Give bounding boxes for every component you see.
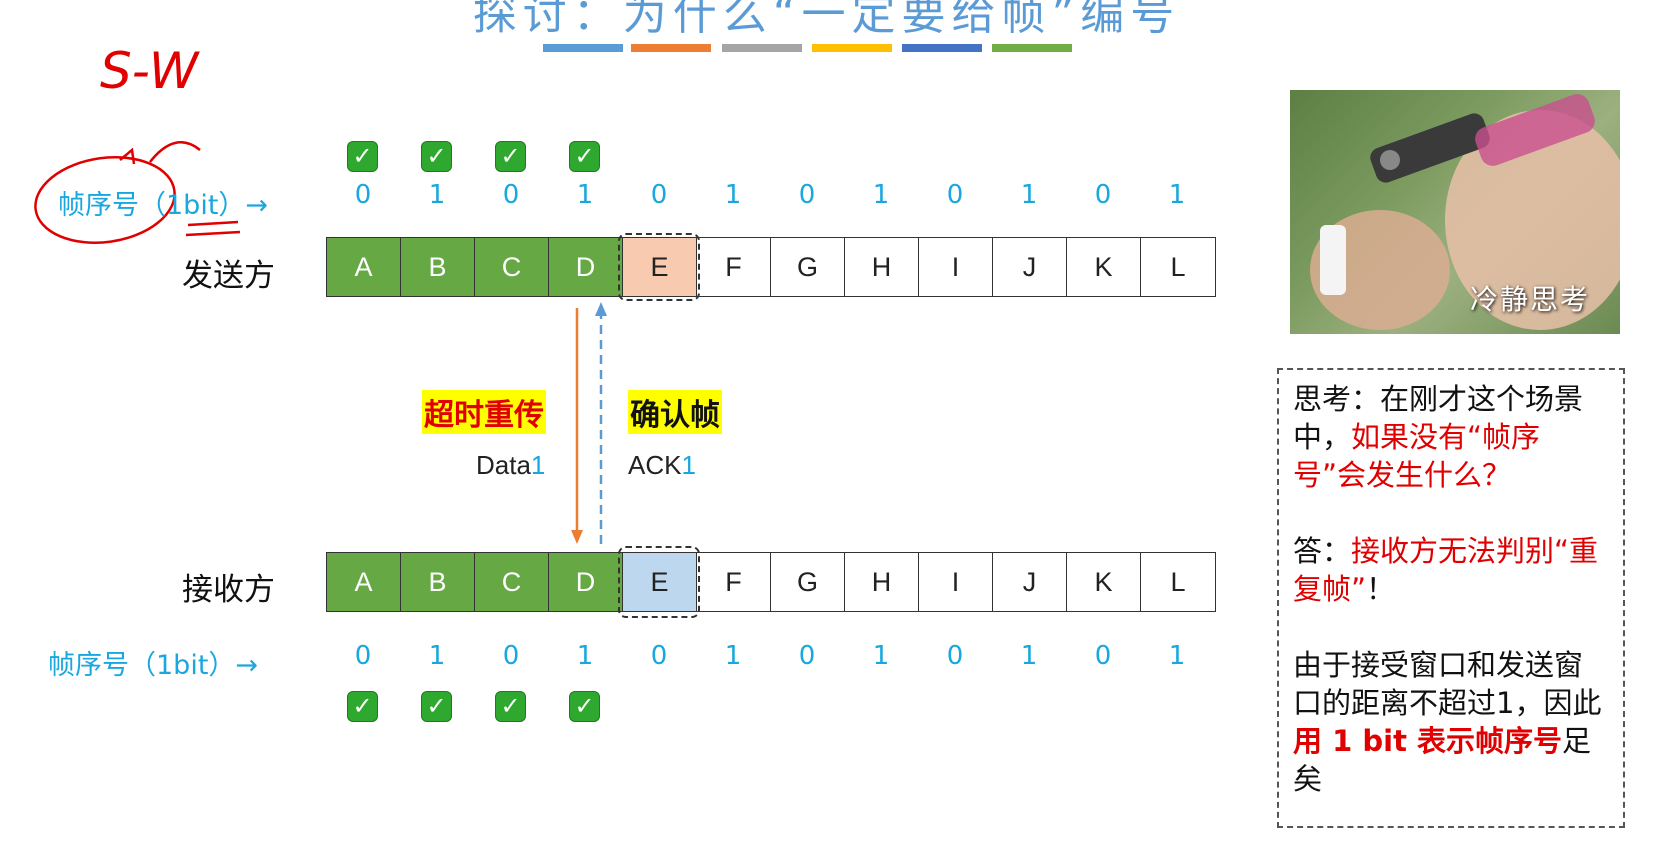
sender-seq-number: 0 [918, 180, 992, 210]
sender-frame-d: D [549, 238, 623, 296]
receiver-seq-number: 1 [400, 641, 474, 671]
handwritten-underline [186, 222, 240, 235]
stripe-green [992, 44, 1072, 52]
receiver-check-icon: ✓ [421, 691, 452, 722]
data-message-seq: 1 [531, 450, 545, 480]
receiver-seq-number: 1 [992, 641, 1066, 671]
sender-frame-c: C [475, 238, 549, 296]
stripe-yellow [812, 44, 892, 52]
sender-check-icon: ✓ [421, 141, 452, 172]
sender-frame-l: L [1141, 238, 1215, 296]
stripe-blue [543, 44, 623, 52]
receiver-seq-number: 0 [326, 641, 400, 671]
receiver-seq-number: 1 [844, 641, 918, 671]
receiver-seq-number: 1 [696, 641, 770, 671]
sender-check-icon: ✓ [569, 141, 600, 172]
ack-frame-label: 确认帧 [628, 390, 722, 434]
receiver-frame-h: H [845, 553, 919, 611]
receiver-seq-number: 0 [1066, 641, 1140, 671]
sender-frame-i: I [919, 238, 993, 296]
handwritten-note: S-W [100, 42, 200, 100]
receiver-seq-number: 1 [548, 641, 622, 671]
stripe-orange [631, 44, 711, 52]
receiver-seq-label: 帧序号（1bit）→ [48, 643, 258, 682]
receiver-check-icon: ✓ [495, 691, 526, 722]
ack-message-text: ACK [628, 450, 681, 480]
sender-frame-a: A [327, 238, 401, 296]
receiver-frame-b: B [401, 553, 475, 611]
receiver-frame-c: C [475, 553, 549, 611]
sender-check-icon: ✓ [347, 141, 378, 172]
sender-seq-number: 1 [696, 180, 770, 210]
sender-check-icon: ✓ [495, 141, 526, 172]
receiver-label: 接收方 [182, 564, 275, 609]
receiver-frame-l: L [1141, 553, 1215, 611]
receiver-frame-d: D [549, 553, 623, 611]
calm-thinking-photo: 冷静思考 [1290, 90, 1620, 334]
sender-seq-number: 0 [326, 180, 400, 210]
thinking-box: 思考：在刚才这个场景中，如果没有“帧序号”会发生什么？ 答：接收方无法判别“重复… [1277, 368, 1625, 828]
receiver-seq-number: 0 [770, 641, 844, 671]
think-explanation-prefix: 由于接受窗口和发送窗口的距离不超过1，因此 [1293, 648, 1601, 720]
sender-seq-number: 0 [1066, 180, 1140, 210]
think-answer: 答：接收方无法判别“重复帧”！ [1293, 532, 1609, 608]
think-explanation-highlight: 用 1 bit 表示帧序号 [1293, 724, 1562, 758]
sender-frame-j: J [993, 238, 1067, 296]
sender-seq-number: 1 [400, 180, 474, 210]
receiver-frame-i: I [919, 553, 993, 611]
data-message-text: Data [476, 450, 531, 480]
transmission-arrows [560, 300, 620, 550]
handwritten-arrow [150, 142, 200, 162]
receiver-frame-f: F [697, 553, 771, 611]
think-answer-prefix: 答： [1293, 534, 1351, 568]
timeout-retransmit-label: 超时重传 [422, 390, 546, 434]
sender-seq-number: 0 [770, 180, 844, 210]
sender-seq-number: 0 [622, 180, 696, 210]
sender-label: 发送方 [182, 250, 275, 295]
stripe-gray [722, 44, 802, 52]
receiver-frame-a: A [327, 553, 401, 611]
think-question: 思考：在刚才这个场景中，如果没有“帧序号”会发生什么？ [1293, 380, 1609, 494]
photo-caption: 冷静思考 [1470, 278, 1590, 318]
sender-frame-k: K [1067, 238, 1141, 296]
sender-current-frame-outline [618, 233, 700, 301]
receiver-seq-number: 1 [1140, 641, 1214, 671]
data-arrow-head [571, 530, 583, 544]
sender-frame-b: B [401, 238, 475, 296]
think-explanation: 由于接受窗口和发送窗口的距离不超过1，因此用 1 bit 表示帧序号足矣 [1293, 646, 1609, 798]
receiver-frame-k: K [1067, 553, 1141, 611]
receiver-seq-number: 0 [622, 641, 696, 671]
receiver-seq-number: 0 [474, 641, 548, 671]
receiver-check-icon: ✓ [347, 691, 378, 722]
sender-seq-number: 1 [548, 180, 622, 210]
data-message: Data1 [476, 450, 545, 481]
sender-seq-number: 1 [1140, 180, 1214, 210]
receiver-seq-number: 0 [918, 641, 992, 671]
sender-seq-label: 帧序号（1bit）→ [58, 183, 268, 222]
sender-seq-number: 1 [844, 180, 918, 210]
ack-arrow-head [595, 302, 607, 316]
think-answer-suffix: ！ [1366, 572, 1395, 606]
sender-seq-number: 1 [992, 180, 1066, 210]
receiver-frame-g: G [771, 553, 845, 611]
ack-message: ACK1 [628, 450, 696, 481]
stripe-darkblue [902, 44, 982, 52]
sender-seq-number: 0 [474, 180, 548, 210]
sender-frame-f: F [697, 238, 771, 296]
receiver-frame-j: J [993, 553, 1067, 611]
sender-frame-h: H [845, 238, 919, 296]
receiver-check-icon: ✓ [569, 691, 600, 722]
ack-message-seq: 1 [681, 450, 695, 480]
sender-frame-g: G [771, 238, 845, 296]
receiver-current-frame-outline [618, 546, 700, 618]
